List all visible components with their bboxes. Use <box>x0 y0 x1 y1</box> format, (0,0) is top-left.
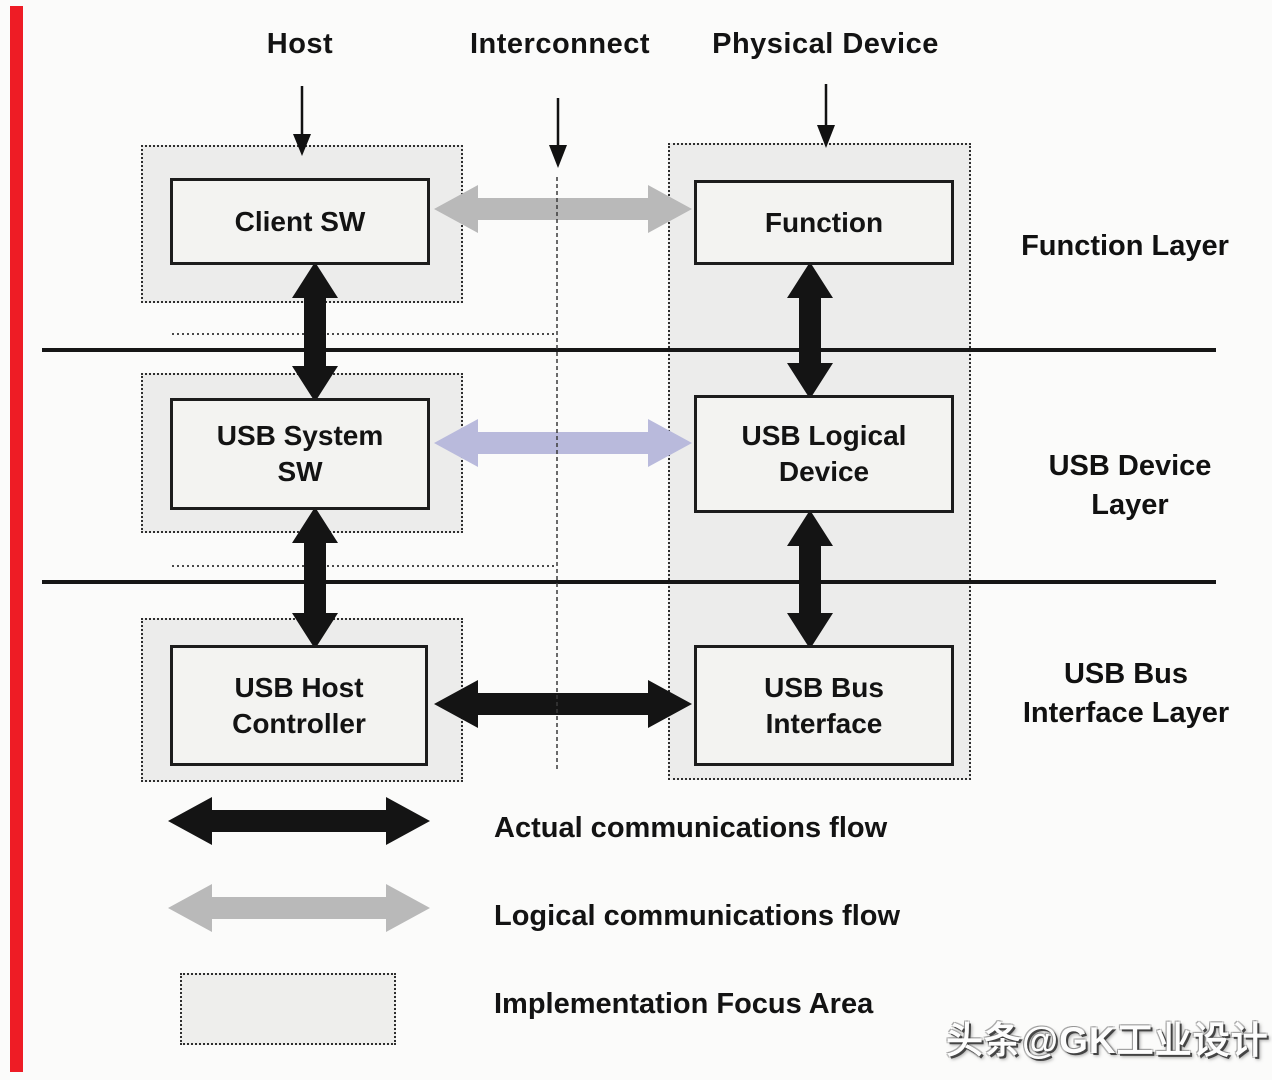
actual-flow-arrow-hostctrl-businterface <box>434 680 692 728</box>
box-usb-logical-device: USB Logical Device <box>694 395 954 513</box>
physical-device-pointer-arrow <box>817 84 835 148</box>
box-usb-logical-device-line1: USB Logical <box>741 420 907 452</box>
box-client-sw: Client SW <box>170 178 430 265</box>
box-usb-system-sw: USB System SW <box>170 398 430 510</box>
legend-focus-label: Implementation Focus Area <box>494 988 874 1020</box>
box-usb-bus-interface: USB Bus Interface <box>694 645 954 766</box>
legend-actual-flow-arrow <box>168 797 430 845</box>
legend-logical-flow-arrow <box>168 884 430 932</box>
layer-label-function: Function Layer <box>1021 230 1229 262</box>
box-client-sw-label: Client SW <box>234 205 366 237</box>
legend-focus-area-swatch <box>180 973 396 1045</box>
layer-label-usb-bus: USB Bus Interface Layer <box>992 655 1260 733</box>
logical-flow-arrow-client-function <box>434 185 692 233</box>
layer-label-usb-device-line2: Layer <box>1091 489 1169 522</box>
box-usb-bus-interface-line2: Interface <box>765 707 883 739</box>
box-usb-system-sw-line1: USB System <box>216 420 384 452</box>
left-edge-bar <box>10 6 23 1072</box>
box-usb-host-controller-line1: USB Host <box>234 671 364 703</box>
layer-label-usb-bus-line1: USB Bus <box>1063 658 1189 690</box>
box-usb-logical-device-line2: Device <box>778 456 870 487</box>
header-host: Host <box>266 28 334 60</box>
box-usb-system-sw-line2: SW <box>277 456 323 487</box>
interconnect-pointer-arrow <box>549 98 567 168</box>
box-usb-bus-interface-line1: USB Bus <box>764 671 884 703</box>
box-function: Function <box>694 180 954 265</box>
legend-logical-label: Logical communications flow <box>494 900 901 932</box>
usb-device-flow-arrow-system-logical <box>434 419 692 467</box>
header-physical-device: Physical Device <box>712 28 939 60</box>
box-usb-host-controller-line2: Controller <box>232 707 366 739</box>
box-function-label: Function <box>764 206 884 238</box>
watermark: 头条@GK工业设计 <box>946 1020 1269 1061</box>
header-interconnect: Interconnect <box>469 28 651 60</box>
layer-label-usb-bus-line2: Interface Layer <box>1022 697 1230 730</box>
legend-actual-label: Actual communications flow <box>494 812 888 844</box>
layer-label-usb-device-line1: USB Device <box>1048 450 1212 482</box>
layer-label-usb-device: USB Device Layer <box>1010 447 1250 525</box>
box-usb-host-controller: USB Host Controller <box>170 645 428 766</box>
